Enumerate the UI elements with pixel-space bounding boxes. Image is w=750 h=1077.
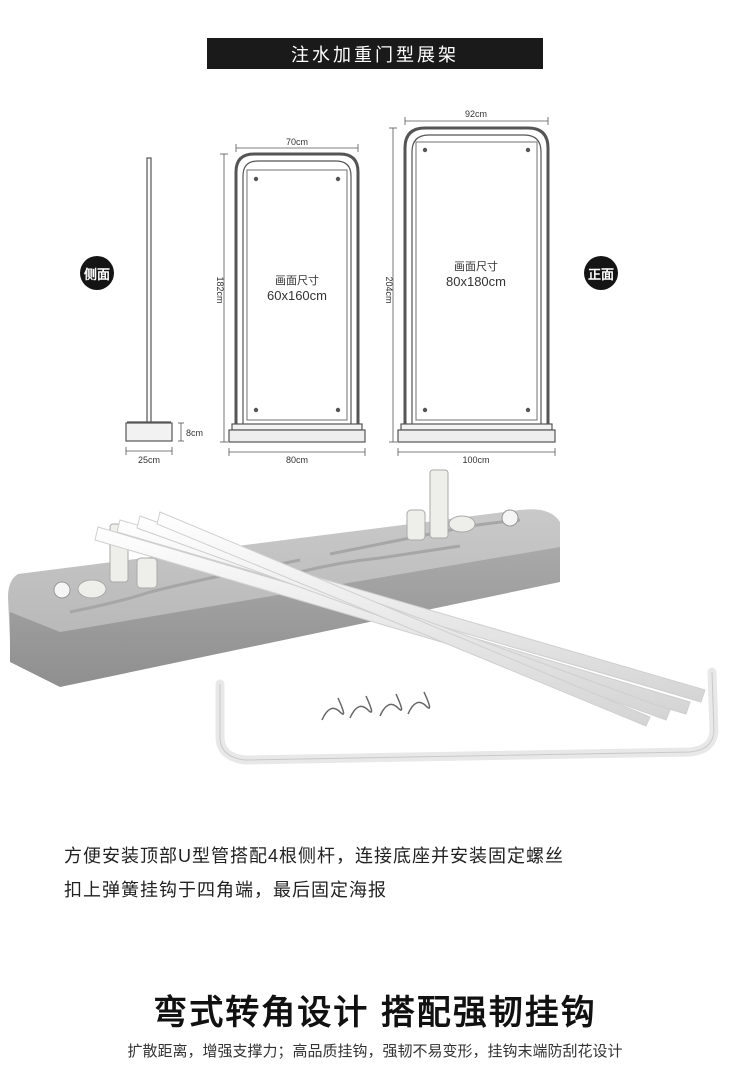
instruction-line-2: 扣上弹簧挂钩于四角端，最后固定海报 [64, 880, 387, 900]
spring-hooks [321, 691, 431, 721]
small-frame-screen-size: 60x160cm [267, 288, 327, 303]
product-photo [8, 469, 719, 765]
large-frame-height: 204cm [384, 276, 394, 303]
small-frame-base-width: 80cm [286, 455, 308, 465]
small-frame-height: 182cm [215, 276, 225, 303]
small-frame-top-width: 70cm [286, 137, 308, 147]
side-view-badge: 侧面 [80, 256, 114, 290]
small-frame-drawing [220, 144, 366, 456]
large-frame-drawing [389, 117, 556, 456]
feature-heading: 弯式转角设计 搭配强韧挂钩 [153, 994, 597, 1032]
front-view-badge: 正面 [584, 256, 618, 290]
small-frame-screen-label: 画面尺寸 [275, 273, 319, 287]
large-frame-screen-label: 画面尺寸 [454, 259, 498, 273]
page-title: 注水加重门型展架 [207, 38, 543, 69]
large-frame-screen-size: 80x180cm [446, 274, 506, 289]
dimension-diagram: 8cm 25cm 70cm 182cm 画面尺寸 60x160cm 80cm [125, 109, 556, 465]
side-view-drawing [125, 157, 184, 455]
side-base-height-label: 8cm [186, 428, 203, 438]
large-frame-top-width: 92cm [465, 109, 487, 119]
large-frame-base-width: 100cm [462, 455, 489, 465]
feature-subtext: 扩散距离，增强支撑力；高品质挂钩，强韧不易变形，挂钩末端防刮花设计 [127, 1043, 623, 1060]
instruction-line-1: 方便安装顶部U型管搭配4根侧杆，连接底座并安装固定螺丝 [64, 846, 565, 866]
u-shaped-pipe-outline [219, 671, 715, 761]
side-poles [94, 511, 706, 727]
side-base-width-label: 25cm [138, 455, 160, 465]
